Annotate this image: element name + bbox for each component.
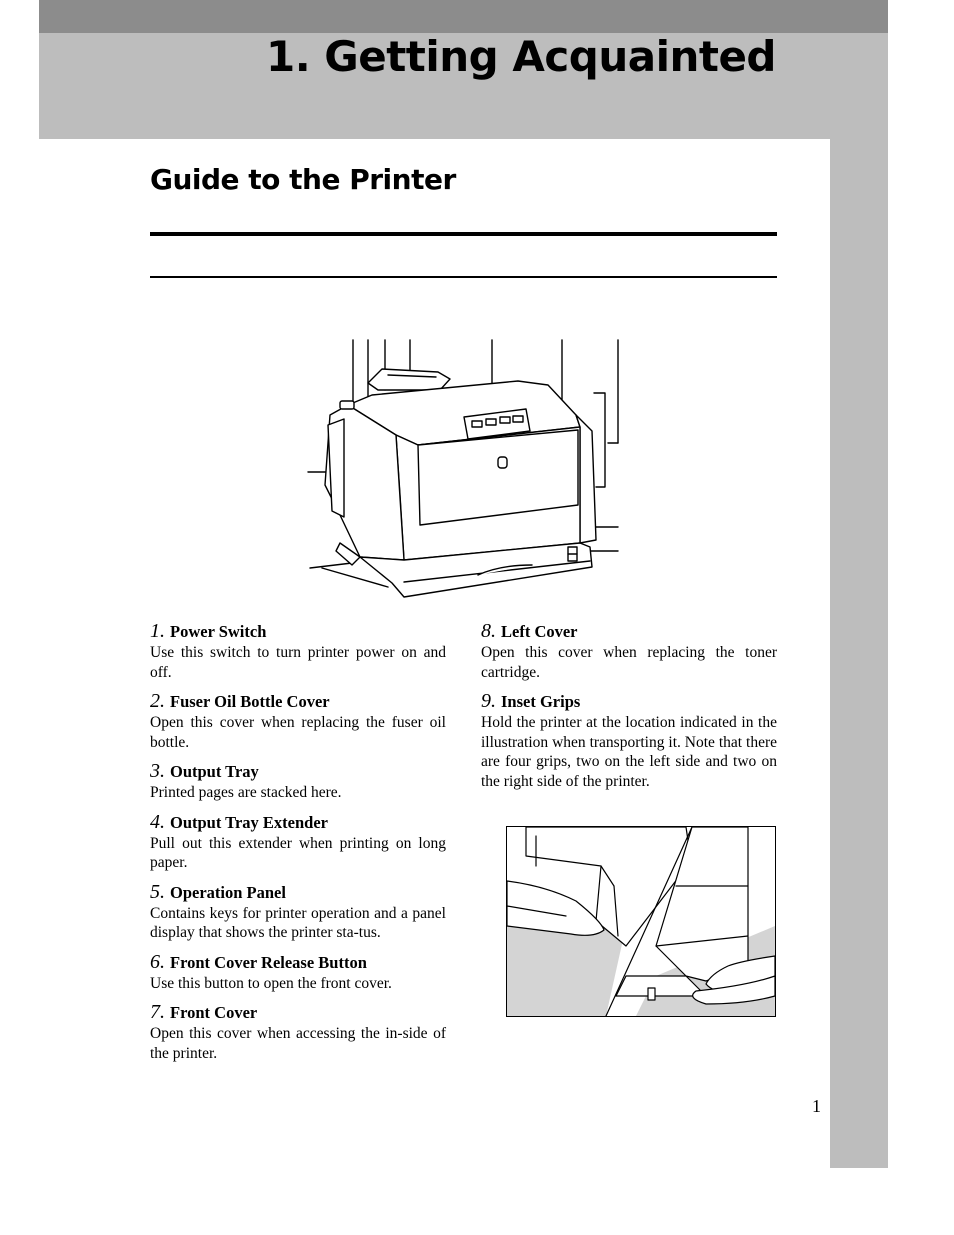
item-text: Open this cover when replacing the toner… bbox=[481, 644, 777, 681]
item-text: Use this button to open the front cover. bbox=[150, 974, 392, 992]
item-number: 9. bbox=[481, 690, 496, 712]
item-title: Output Tray bbox=[170, 762, 259, 781]
item-title: Front Cover Release Button bbox=[170, 952, 367, 972]
item-power-switch: 1. Power Switch Use this switch to turn p… bbox=[150, 620, 446, 682]
section-title: Guide to the Printer bbox=[150, 163, 456, 196]
side-thumb-tab bbox=[830, 139, 888, 1168]
item-title: Output Tray Extender bbox=[170, 812, 328, 832]
right-column: 8. Left Cover Open this cover when replac… bbox=[481, 620, 777, 799]
item-number: 5. bbox=[150, 880, 165, 903]
item-text: Use this switch to turn printer power on… bbox=[150, 644, 446, 681]
left-column: 1. Power Switch Use this switch to turn p… bbox=[150, 620, 446, 1071]
item-number: 6. bbox=[150, 950, 165, 973]
chapter-header-band bbox=[39, 33, 888, 139]
item-number: 7. bbox=[150, 1001, 165, 1023]
printer-illustration bbox=[307, 339, 619, 598]
section-rule-thin bbox=[150, 276, 777, 278]
item-text: Open this cover when accessing the in-si… bbox=[150, 1025, 446, 1062]
item-number: 1. bbox=[150, 620, 165, 642]
item-text: Open this cover when replacing the fuser… bbox=[150, 714, 446, 751]
item-front-cover-release-button: 6.Front Cover Release Button Use this bu… bbox=[150, 951, 446, 994]
item-number: 8. bbox=[481, 620, 496, 642]
header-band-dark bbox=[39, 0, 888, 33]
item-fuser-oil-bottle-cover: 2. Fuser Oil Bottle Cover Open this cover… bbox=[150, 690, 446, 752]
grip-photo bbox=[506, 826, 776, 1017]
item-output-tray: 3. Output Tray Printed pages are stacked … bbox=[150, 760, 446, 803]
item-text: Pull out this extender when printing on … bbox=[150, 834, 446, 872]
item-text: Hold the printer at the location indicat… bbox=[481, 714, 777, 790]
page-number: 1 bbox=[812, 1096, 821, 1116]
item-output-tray-extender: 4.Output Tray Extender Pull out this ext… bbox=[150, 811, 446, 873]
item-number: 3. bbox=[150, 760, 165, 782]
chapter-title: 1. Getting Acquainted bbox=[265, 32, 777, 81]
item-title: Inset Grips bbox=[501, 692, 581, 711]
section-rule-thick bbox=[150, 232, 777, 236]
item-text: Printed pages are stacked here. bbox=[150, 784, 342, 801]
item-title: Operation Panel bbox=[170, 882, 286, 902]
item-text: Contains keys for printer operation and … bbox=[150, 904, 446, 942]
item-title: Fuser Oil Bottle Cover bbox=[170, 692, 330, 711]
item-number: 2. bbox=[150, 690, 165, 712]
item-title: Front Cover bbox=[170, 1003, 258, 1022]
item-title: Left Cover bbox=[501, 622, 578, 641]
item-front-cover: 7. Front Cover Open this cover when acces… bbox=[150, 1001, 446, 1063]
item-inset-grips: 9. Inset Grips Hold the printer at the lo… bbox=[481, 690, 777, 791]
item-operation-panel: 5.Operation Panel Contains keys for prin… bbox=[150, 881, 446, 943]
item-number: 4. bbox=[150, 810, 165, 833]
item-left-cover: 8. Left Cover Open this cover when replac… bbox=[481, 620, 777, 682]
item-title: Power Switch bbox=[170, 622, 267, 641]
